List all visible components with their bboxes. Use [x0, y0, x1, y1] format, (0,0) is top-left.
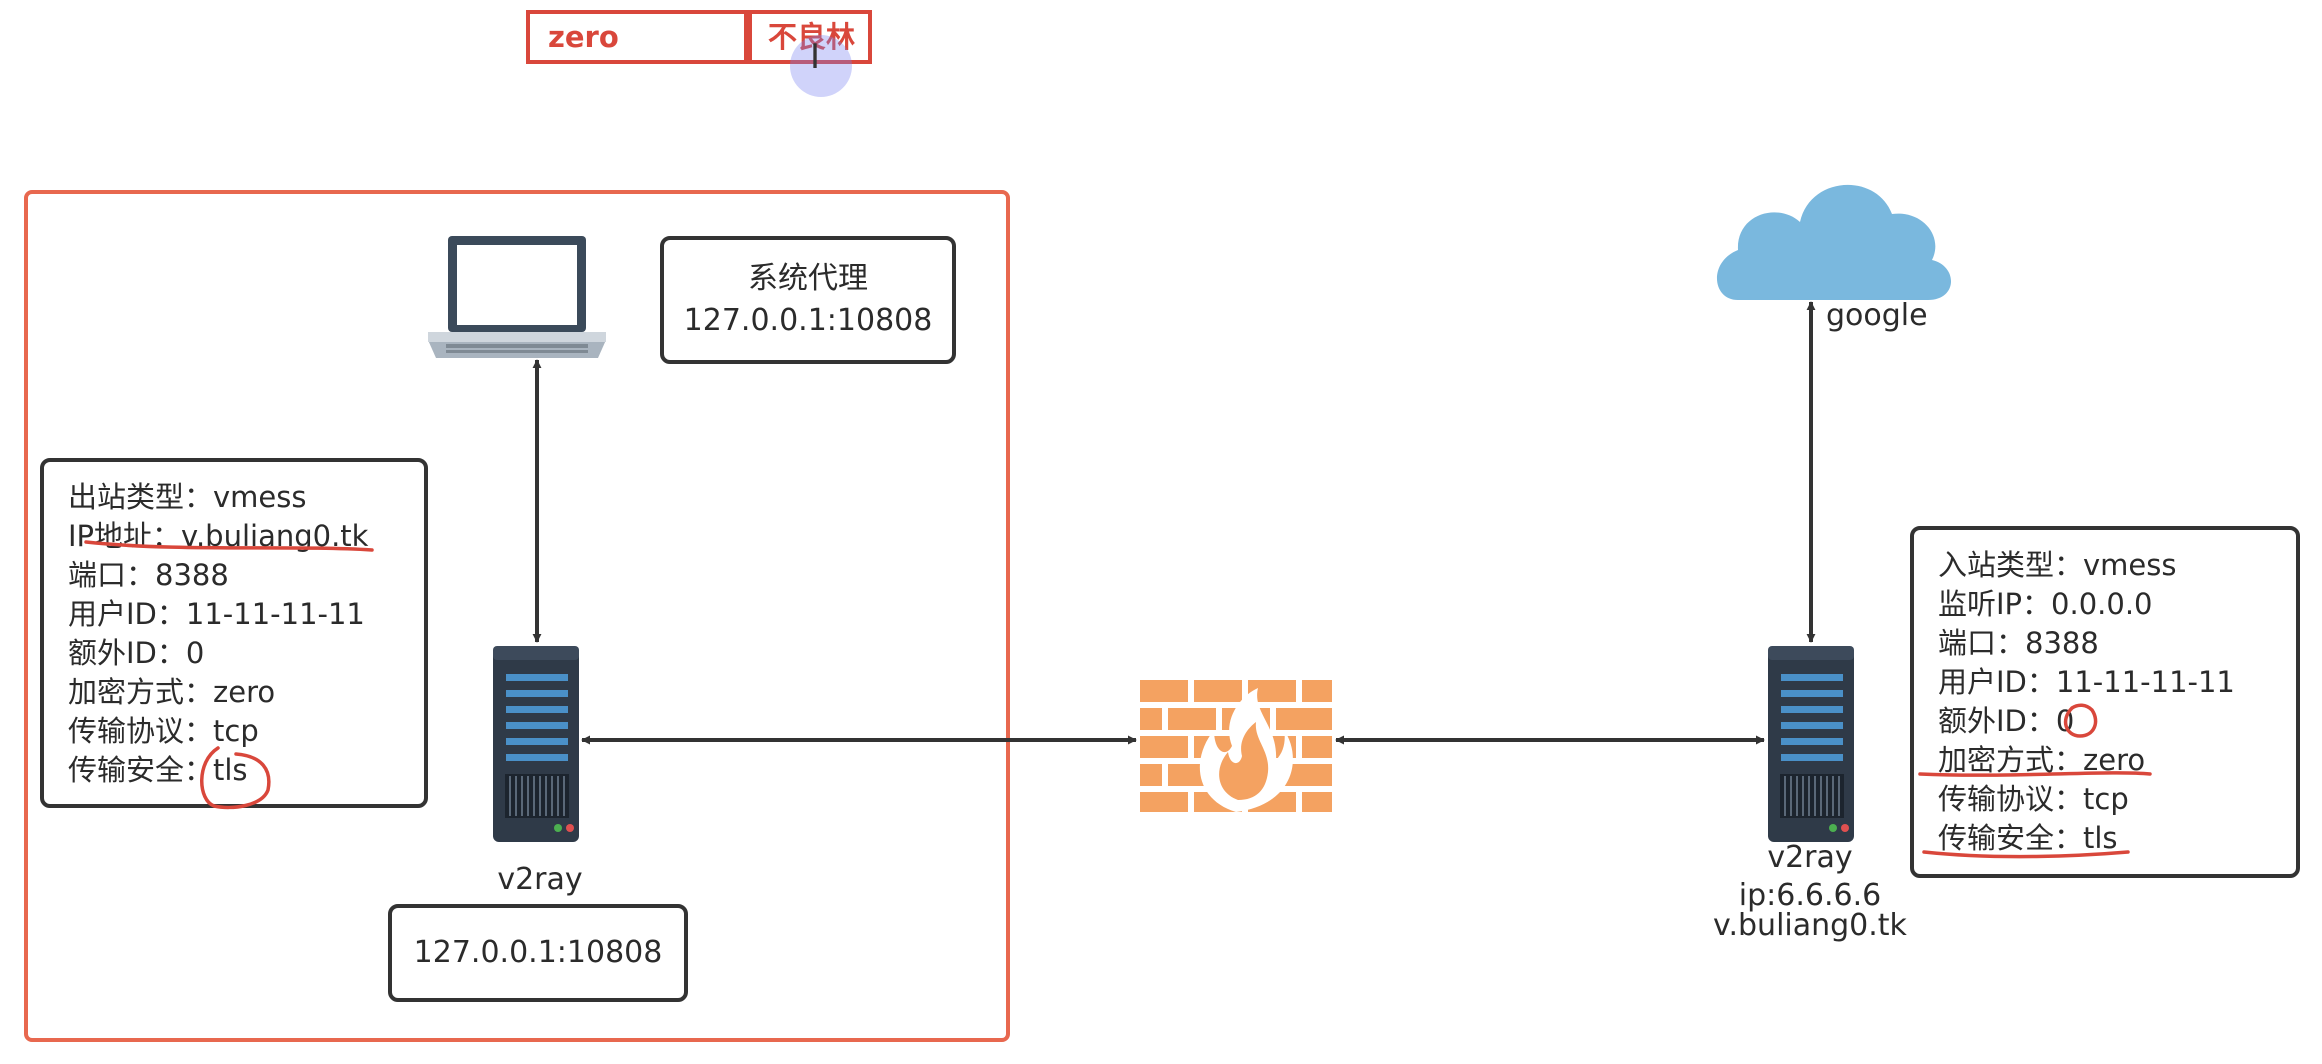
circle-tls-left	[200, 746, 271, 810]
remote-server-domain: v.buliang0.tk	[1713, 908, 1907, 943]
outbound-network: 传输协议：tcp	[68, 714, 259, 748]
inbound-type: 入站类型：vmess	[1938, 548, 2177, 582]
inbound-alter-id: 额外ID：0	[1938, 704, 2075, 738]
underline-security	[1918, 771, 2152, 777]
remote-server-label: v2ray	[1767, 840, 1853, 875]
outbound-tls: 传输安全：tls	[68, 753, 248, 787]
tag-buliang: 不良林	[748, 10, 872, 64]
hand-annotations	[84, 540, 2152, 859]
circle-alter-id	[2063, 703, 2098, 738]
tag-zero: zero	[526, 10, 748, 64]
remote-server-ip: ip:6.6.6.6	[1738, 878, 1882, 913]
system-proxy-box: 系统代理 127.0.0.1:10808	[660, 236, 956, 364]
underline-ip-address	[84, 540, 374, 552]
outbound-port: 端口：8388	[68, 558, 229, 592]
inbound-user-id: 用户ID：11-11-11-11	[1938, 665, 2235, 699]
client-server-label: v2ray	[497, 862, 583, 897]
inbound-tls: 传输安全：tls	[1938, 821, 2118, 855]
remote-server-icon	[1768, 646, 1854, 842]
firewall-icon	[1140, 680, 1332, 812]
inbound-listen: 监听IP：0.0.0.0	[1938, 587, 2153, 621]
inbound-network: 传输协议：tcp	[1938, 782, 2129, 816]
client-group-box	[24, 190, 1010, 1042]
system-proxy-title: 系统代理	[748, 261, 868, 296]
google-label: google	[1826, 298, 1928, 333]
outbound-type: 出站类型：vmess	[68, 480, 307, 514]
system-proxy-address: 127.0.0.1:10808	[683, 303, 933, 338]
underline-tls-right	[1922, 850, 2130, 859]
cursor-highlight	[790, 35, 852, 97]
inbound-port: 端口：8388	[1938, 626, 2099, 660]
outbound-security: 加密方式：zero	[68, 675, 276, 709]
laptop-icon	[428, 236, 606, 358]
text-cursor-icon: I	[810, 37, 821, 77]
outbound-user-id: 用户ID：11-11-11-11	[68, 597, 365, 631]
outbound-alter-id: 额外ID：0	[68, 636, 205, 670]
cloud-icon	[1716, 184, 1952, 300]
local-port-address: 127.0.0.1:10808	[413, 935, 663, 970]
local-port-box: 127.0.0.1:10808	[388, 904, 688, 1002]
inbound-config-box: 入站类型：vmess 监听IP：0.0.0.0 端口：8388 用户ID：11-…	[1910, 526, 2300, 878]
client-server-icon	[493, 646, 579, 842]
